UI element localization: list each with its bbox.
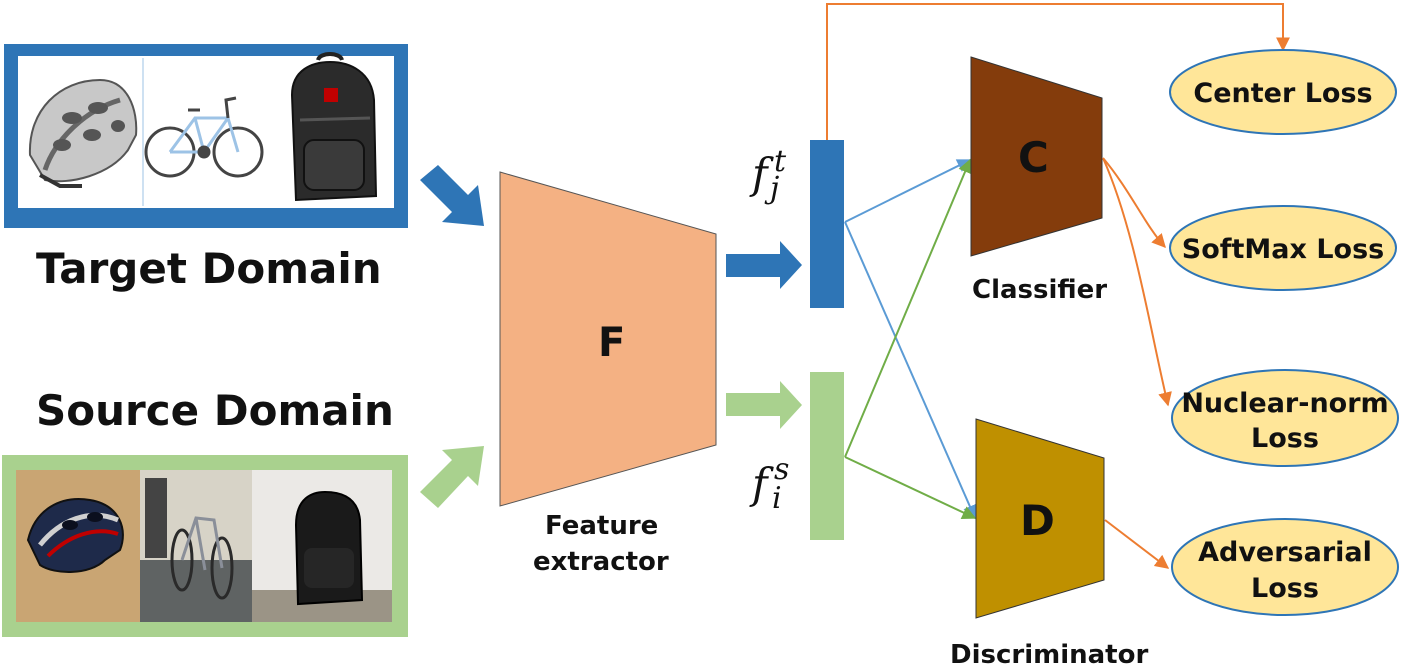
- target-domain-images: [4, 44, 408, 228]
- center-loss-node: Center Loss: [1169, 49, 1397, 135]
- source-feature-arrow: [726, 381, 802, 429]
- feature-extractor-symbol: F: [598, 320, 625, 366]
- classifier-to-softmax-arrow: [1102, 157, 1166, 249]
- target-feature-sup: t: [774, 144, 787, 179]
- classifier-to-nuclear-arrow: [1102, 157, 1172, 407]
- discriminator-symbol: D: [1020, 496, 1055, 545]
- source-feature-sub: i: [772, 481, 782, 516]
- source-domain-label: Source Domain: [36, 386, 394, 435]
- feature-extractor-caption-1: Feature: [545, 511, 658, 541]
- classifier-block: [970, 56, 1103, 257]
- helmet-icon: [28, 78, 138, 188]
- backpack-icon: [290, 52, 378, 202]
- helmet-photo: [16, 470, 140, 622]
- feature-extractor-block: [499, 171, 717, 507]
- softmax-loss-text: SoftMax Loss: [1182, 234, 1384, 265]
- source-feature-sup: s: [774, 452, 789, 487]
- bicycle-photo: [140, 470, 252, 622]
- target-domain-label: Target Domain: [36, 244, 382, 293]
- source-feature-symbol: f s i: [749, 452, 789, 516]
- discriminator-to-adversarial-arrow: [1104, 519, 1170, 569]
- source-domain-images: [2, 455, 408, 637]
- center-loss-route: [826, 3, 1290, 140]
- backpack-photo: [252, 470, 392, 622]
- nuclear-loss-text-2: Loss: [1251, 423, 1319, 454]
- discriminator-caption: Discriminator: [950, 640, 1148, 669]
- adversarial-loss-text-2: Loss: [1251, 573, 1319, 604]
- source-feature-bar: [810, 372, 844, 540]
- target-feature-arrow: [726, 241, 802, 289]
- source-input-arrow: [420, 446, 484, 508]
- bicycle-icon: [144, 96, 264, 178]
- softmax-loss-node: SoftMax Loss: [1169, 205, 1397, 291]
- target-to-discriminator-line: [844, 221, 977, 520]
- target-feature-bar: [810, 140, 844, 308]
- feature-extractor-caption-2: extractor: [533, 547, 669, 577]
- adversarial-loss-text-1: Adversarial: [1198, 537, 1372, 568]
- target-to-classifier-line: [844, 159, 972, 223]
- source-to-discriminator-line: [844, 456, 977, 519]
- source-to-classifier-line: [844, 158, 972, 458]
- nuclear-norm-loss-node: Nuclear-norm Loss: [1171, 369, 1399, 467]
- adversarial-loss-node: Adversarial Loss: [1171, 518, 1399, 616]
- nuclear-loss-text-1: Nuclear-norm: [1181, 388, 1388, 419]
- source-feature-base: f: [749, 459, 774, 508]
- center-loss-text: Center Loss: [1193, 78, 1372, 109]
- classifier-symbol: C: [1018, 133, 1049, 182]
- classifier-caption: Classifier: [972, 275, 1107, 305]
- target-input-arrow: [420, 165, 484, 226]
- target-feature-symbol: f t j: [749, 144, 787, 206]
- discriminator-block: [975, 418, 1105, 619]
